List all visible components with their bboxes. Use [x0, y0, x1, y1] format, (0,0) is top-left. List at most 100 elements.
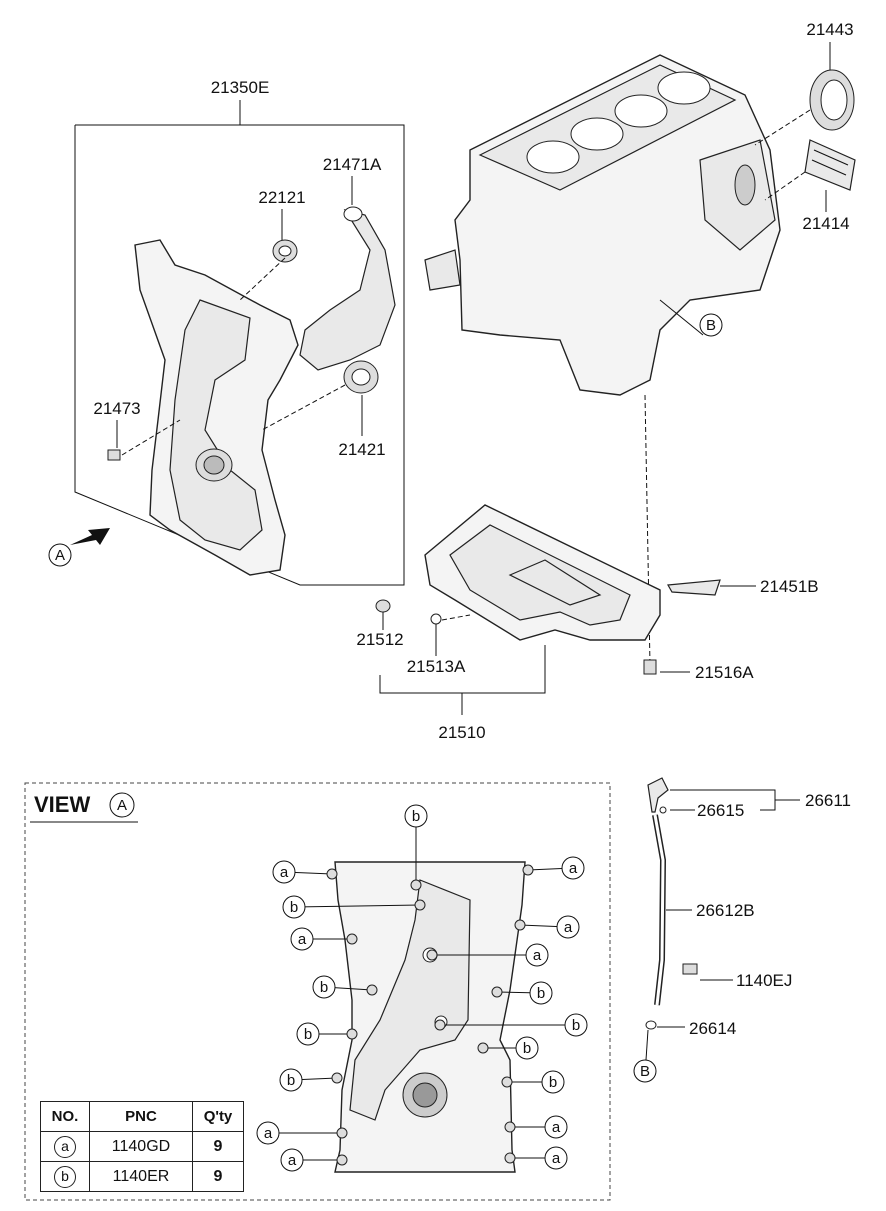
ref-circle-B-dipstick [633, 1059, 657, 1083]
view-ref-circle [109, 792, 135, 818]
fastener-a [326, 868, 338, 880]
ref-circle-B-block [699, 313, 723, 337]
label-26615: 26615 [697, 801, 744, 820]
fastener-b [501, 1076, 513, 1088]
callout-letter-b: b [412, 808, 420, 825]
fastener-a [504, 1121, 516, 1133]
callout-circle-b [529, 981, 553, 1005]
legend-pnc-b: 1140ER [89, 1161, 193, 1192]
label-26612B: 26612B [696, 901, 755, 920]
view-ref-text: A [117, 797, 127, 814]
fastener-a [514, 919, 526, 931]
callout-letter-b: b [537, 985, 545, 1002]
callout-letter-b: b [572, 1017, 580, 1034]
callout-circle-a [290, 927, 314, 951]
view-arrow [70, 528, 110, 545]
legend-pnc-a: 1140GD [89, 1131, 193, 1162]
label-21513A: 21513A [407, 657, 466, 676]
callout-circle-a [280, 1148, 304, 1172]
label-21510: 21510 [438, 723, 485, 742]
callout-circle-b [279, 1068, 303, 1092]
legend-qty-b: 9 [192, 1161, 244, 1192]
fastener-b [366, 984, 378, 996]
callout-letter-b: b [320, 979, 328, 996]
ref-circle-A [48, 543, 72, 567]
fastener-b [331, 1072, 343, 1084]
label-21350E: 21350E [211, 78, 270, 97]
label-21421: 21421 [338, 440, 385, 459]
legend-no-b: b [54, 1165, 76, 1188]
callout-letter-a: a [564, 919, 573, 936]
part-21451B [667, 579, 721, 596]
fastener-a [522, 864, 534, 876]
callout-circle-b [564, 1013, 588, 1037]
callout-letter-b: b [287, 1072, 295, 1089]
callout-letter-a: a [298, 931, 307, 948]
callout-letter-a: a [533, 947, 542, 964]
ref-B-block-text: B [706, 317, 716, 334]
callout-letter-a: a [288, 1152, 297, 1169]
callout-circle-b [404, 804, 428, 828]
cylinder-block-group: 21443 21414 B [424, 20, 856, 666]
legend-header-qty: Q'ty [192, 1101, 244, 1132]
callout-circle-a [272, 860, 296, 884]
bolt-21473 [107, 449, 121, 461]
fastener-b [434, 1019, 446, 1031]
callout-circle-b [282, 895, 306, 919]
callout-letter-b: b [290, 899, 298, 916]
callout-letter-a: a [264, 1125, 273, 1142]
label-26611: 26611 [805, 791, 851, 810]
label-21473: 21473 [93, 399, 140, 418]
label-1140EJ: 1140EJ [736, 971, 792, 990]
callout-letter-b: b [523, 1040, 531, 1057]
callout-circle-a [256, 1121, 280, 1145]
drain-plug-21512 [375, 599, 391, 613]
label-21512: 21512 [356, 630, 403, 649]
bolt-1140EJ [682, 963, 698, 975]
ref-A-text: A [55, 547, 65, 564]
callout-circle-b [312, 975, 336, 999]
callout-letter-b: b [549, 1074, 557, 1091]
fastener-a [336, 1127, 348, 1139]
fastener-a [336, 1154, 348, 1166]
fastener-a [504, 1152, 516, 1164]
fastener-b [346, 1028, 358, 1040]
fastener-b [477, 1042, 489, 1054]
oil-pan-group: 21451B 21512 21513A 21516A 21510 [356, 504, 819, 742]
plate-21414 [804, 139, 856, 191]
dipstick-handle [647, 777, 669, 813]
callout-letter-a: a [552, 1150, 561, 1167]
callout-circle-a [556, 915, 580, 939]
fastener-b [410, 879, 422, 891]
label-21451B: 21451B [760, 577, 819, 596]
bolt-21516A [643, 659, 657, 675]
callout-letter-a: a [569, 860, 578, 877]
label-21443: 21443 [806, 20, 853, 39]
callout-letter-a: a [280, 864, 289, 881]
callout-letter-b: b [304, 1026, 312, 1043]
callout-circle-a [544, 1146, 568, 1170]
label-22121: 22121 [258, 188, 305, 207]
fastener-a [426, 949, 438, 961]
legend-header-pnc: PNC [89, 1101, 193, 1132]
label-21414: 21414 [802, 214, 849, 233]
view-title: VIEW [34, 792, 90, 817]
fastener-a [346, 933, 358, 945]
callout-circle-a [525, 943, 549, 967]
legend-table: NO. PNC Q'ty a 1140GD 9 b 1140ER 9 [40, 1101, 244, 1192]
dipstick-group: 26611 26615 26612B 1140EJ 26614 B [633, 777, 851, 1083]
callout-letter-a: a [552, 1119, 561, 1136]
callout-circle-a [561, 856, 585, 880]
legend-row: b 1140ER 9 [40, 1161, 244, 1192]
callout-circle-b [541, 1070, 565, 1094]
label-21471A: 21471A [323, 155, 382, 174]
legend-row: a 1140GD 9 [40, 1131, 244, 1162]
oring-26614 [645, 1020, 657, 1030]
timing-cover-group: 21350E 21471A 22121 21473 21421 A [48, 78, 405, 586]
ref-B-dipstick-text: B [640, 1063, 650, 1080]
legend-header-no: NO. [40, 1101, 90, 1132]
label-26614: 26614 [689, 1019, 736, 1038]
fastener-b [491, 986, 503, 998]
